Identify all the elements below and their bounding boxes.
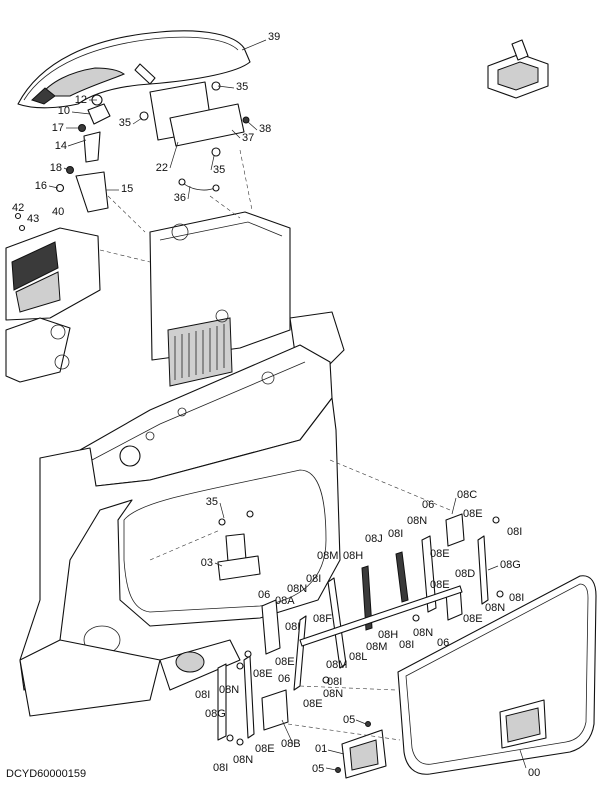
callout-42: 42 <box>12 202 24 214</box>
callout-08I: 08I <box>399 639 414 651</box>
callout-36: 36 <box>174 192 186 204</box>
callout-08C: 08C <box>457 489 477 501</box>
callout-05: 05 <box>312 763 324 775</box>
callout-03: 03 <box>201 557 213 569</box>
callout-08N: 08N <box>323 688 343 700</box>
rear-housing-shell <box>19 397 341 717</box>
callout-08I: 08I <box>388 528 403 540</box>
callout-08M: 08M <box>326 659 347 671</box>
callout-08D: 08D <box>455 568 475 580</box>
machine-orientation-icon <box>487 39 549 99</box>
callout-35: 35 <box>119 117 131 129</box>
callout-08E: 08E <box>275 656 295 668</box>
callout-14: 14 <box>55 140 67 152</box>
callout-06: 06 <box>278 673 290 685</box>
side-cover-part-40 <box>5 212 101 383</box>
callout-08E: 08E <box>255 743 275 755</box>
callout-08E: 08E <box>463 613 483 625</box>
callout-08N: 08N <box>485 602 505 614</box>
callout-35: 35 <box>236 81 248 93</box>
latch-bracket-part-03 <box>217 533 261 581</box>
callout-08E: 08E <box>253 668 273 680</box>
callout-08N: 08N <box>413 627 433 639</box>
door-lock-part-01 <box>335 721 387 779</box>
callout-08I: 08I <box>509 592 524 604</box>
callout-06: 06 <box>437 637 449 649</box>
callout-08I: 08I <box>213 762 228 774</box>
callout-08H: 08H <box>378 629 398 641</box>
callout-08I: 08I <box>306 573 321 585</box>
callout-35: 35 <box>206 496 218 508</box>
callout-08E: 08E <box>430 579 450 591</box>
callout-08E: 08E <box>463 508 483 520</box>
callout-08G: 08G <box>205 708 226 720</box>
callout-37: 37 <box>242 132 254 144</box>
callout-08E: 08E <box>303 698 323 710</box>
callout-10: 10 <box>58 105 70 117</box>
callout-06: 06 <box>258 589 270 601</box>
callout-08E: 08E <box>430 548 450 560</box>
door-hinge-linkage <box>217 510 504 746</box>
callout-12: 12 <box>75 94 87 106</box>
engine-hood-part-39 <box>17 30 251 109</box>
callout-43: 43 <box>27 213 39 225</box>
callout-08I: 08I <box>507 526 522 538</box>
callout-08J: 08J <box>365 533 383 545</box>
callout-15: 15 <box>121 183 133 195</box>
callout-39: 39 <box>268 31 280 43</box>
callout-08I: 08I <box>327 676 342 688</box>
callout-16: 16 <box>35 180 47 192</box>
callout-08G: 08G <box>500 559 521 571</box>
callout-40: 40 <box>52 206 64 218</box>
callout-22: 22 <box>156 162 168 174</box>
callout-08M: 08M <box>366 641 387 653</box>
door-panel-part-00 <box>397 575 597 775</box>
callout-08N: 08N <box>407 515 427 527</box>
callout-08A: 08A <box>275 595 295 607</box>
callout-08F: 08F <box>313 613 332 625</box>
drawing-code-label: DCYD60000159 <box>6 768 86 780</box>
callout-38: 38 <box>259 123 271 135</box>
callout-08I: 08I <box>285 621 300 633</box>
callout-08M: 08M <box>317 550 338 562</box>
callout-05: 05 <box>343 714 355 726</box>
callout-06: 06 <box>422 499 434 511</box>
callout-08H: 08H <box>343 550 363 562</box>
callout-00: 00 <box>528 767 540 779</box>
callout-08N: 08N <box>233 754 253 766</box>
callout-17: 17 <box>52 122 64 134</box>
callout-01: 01 <box>315 743 327 755</box>
assembly-guide-lines <box>99 149 451 741</box>
callout-08N: 08N <box>287 583 307 595</box>
callout-08L: 08L <box>349 651 367 663</box>
callout-35: 35 <box>213 164 225 176</box>
hinge-bracket-part-22 <box>139 81 250 192</box>
callout-08I: 08I <box>195 689 210 701</box>
hood-latch-parts <box>55 94 111 213</box>
callout-08N: 08N <box>219 684 239 696</box>
callout-18: 18 <box>50 162 62 174</box>
callout-08B: 08B <box>281 738 301 750</box>
callout-leader-lines <box>48 39 527 771</box>
